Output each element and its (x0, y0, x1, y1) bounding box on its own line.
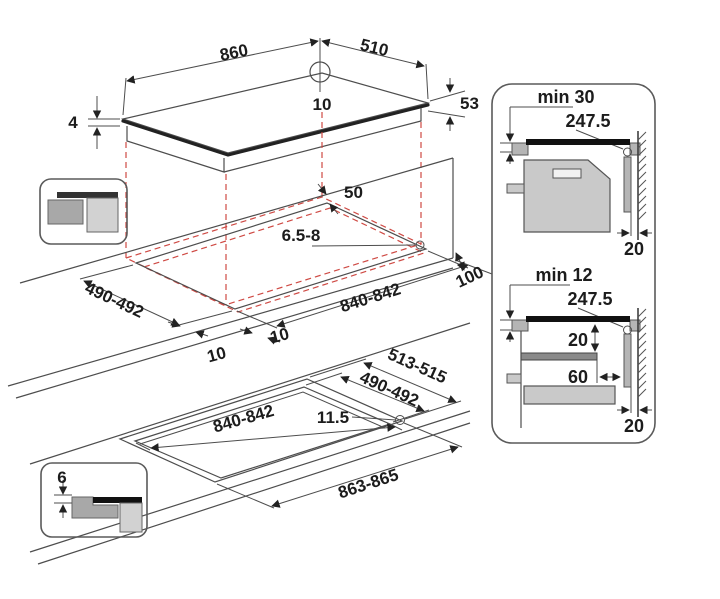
hob-body (126, 108, 422, 173)
inset-flush-mount: 6 (40, 462, 148, 538)
projection-lines (124, 112, 426, 313)
dim-863-865: 863-865 (336, 465, 401, 502)
dim-4: 4 (68, 113, 78, 132)
clearance-panel-border (491, 83, 656, 444)
clearance-panel: min 30 247.5 20 (491, 83, 656, 444)
hob-glass-edge (121, 103, 430, 157)
hob-bar-oven (526, 139, 630, 145)
dim-490-492: 490-492 (82, 278, 147, 322)
label-60: 60 (568, 367, 588, 387)
oven-vent (552, 168, 582, 179)
inset-overlay-right-block (86, 197, 119, 233)
dim-line-860 (126, 38, 319, 84)
body-projection-outline (142, 207, 426, 313)
separator-shelf (520, 352, 598, 361)
fixing-hole (415, 240, 425, 250)
recess-cutout (133, 386, 392, 479)
label-20-drawer: 20 (624, 416, 644, 436)
recess-ledge (118, 378, 404, 483)
label-247-5-drawer: 247.5 (567, 289, 612, 309)
label-min-12: min 12 (535, 265, 592, 285)
dim-10-front: 10 (268, 324, 291, 347)
dim-100: 100 (453, 262, 487, 291)
inset-overlay-left-block (47, 199, 84, 225)
wall-hatching-oven (637, 131, 647, 221)
inset-overlay-mount (39, 178, 128, 245)
dim-10-hole: 10 (313, 95, 332, 114)
label-247-5-oven: 247.5 (565, 111, 610, 131)
worktop-right-drawer (629, 319, 641, 332)
label-20-oven: 20 (624, 239, 644, 259)
dim-10-left: 10 (205, 343, 228, 366)
dim-510: 510 (358, 35, 390, 60)
inset-overlay-hob-bar (57, 192, 118, 198)
dim-840-842: 840-842 (338, 279, 403, 316)
dim-11-5: 11.5 (317, 408, 349, 427)
section-above-drawer: min 12 247.5 20 60 (500, 265, 652, 436)
rear-spacer-oven (623, 156, 632, 213)
worktop-front-edge-top (7, 257, 454, 387)
dim-line-510 (321, 38, 425, 69)
inset-flush-hob-bar (93, 497, 142, 503)
oven-bracket (506, 183, 525, 194)
glass-projection-outline (124, 196, 423, 306)
worktop-cutout-view: 6.5-8 50 490-492 840-842 100 10 10 (7, 157, 493, 399)
inset-flush-border (40, 462, 148, 538)
inset-overlay-border (39, 178, 128, 245)
dim-50: 50 (344, 183, 363, 202)
hob-bar-drawer (526, 316, 630, 322)
rear-spacer-drawer (623, 333, 632, 388)
worktop-back-edge (19, 157, 454, 284)
worktop-left-drawer (511, 319, 529, 332)
cutout-outline (134, 202, 428, 310)
dim-860: 860 (218, 40, 250, 64)
oven-body (523, 159, 611, 233)
label-20-shelf-gap: 20 (568, 330, 588, 350)
drawer-box (523, 385, 616, 405)
inset-flush-cabinet (119, 502, 143, 533)
dim-6: 6 (57, 468, 66, 487)
flush-mount-view: 11.5 513-515 490-492 840-842 863-865 (29, 322, 471, 565)
dim-hole-diameter: 6.5-8 (282, 226, 321, 245)
wall-hatching-drawer (637, 308, 647, 398)
section-above-oven: min 30 247.5 20 (500, 87, 652, 259)
dim-line-840 (276, 263, 469, 328)
dim-line-490 (83, 280, 180, 326)
dim-53: 53 (460, 94, 479, 113)
drawer-bracket (506, 373, 522, 384)
worktop-left-oven (511, 142, 529, 156)
hob-glass-top (120, 72, 431, 154)
label-min-30: min 30 (537, 87, 594, 107)
hob-top-view: 860 510 10 4 53 (68, 35, 479, 173)
